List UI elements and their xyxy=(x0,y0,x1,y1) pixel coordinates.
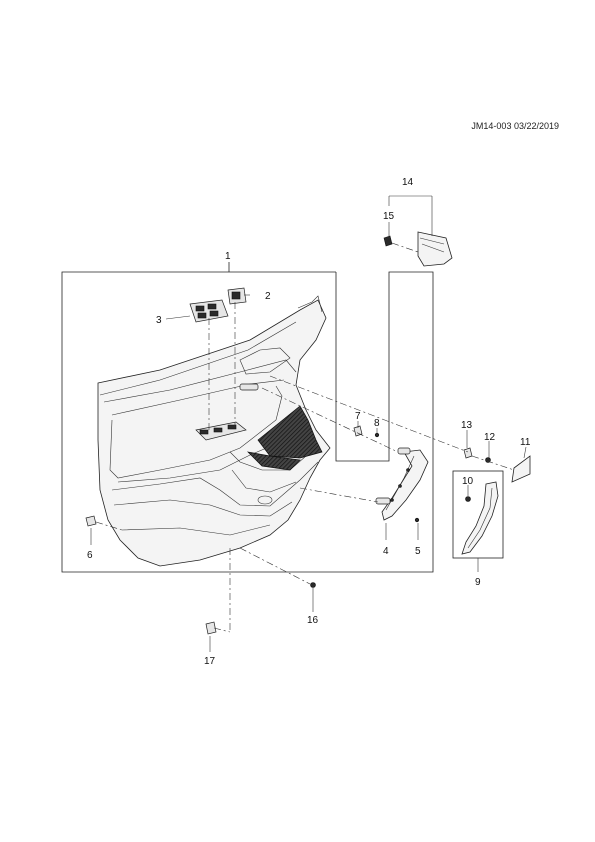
callout-13: 13 xyxy=(461,420,473,431)
callout-9: 9 xyxy=(475,577,481,588)
screw-5 xyxy=(414,517,420,523)
grab-handle-trim xyxy=(461,481,499,555)
callout-11: 11 xyxy=(520,437,531,448)
callout-12: 12 xyxy=(484,432,496,443)
clip-15 xyxy=(383,235,393,247)
switch-bezel xyxy=(195,421,247,441)
fastener-6 xyxy=(85,515,97,527)
callout-2: 2 xyxy=(265,291,271,302)
document-reference: JM14-003 03/22/2019 xyxy=(471,121,559,131)
callout-3: 3 xyxy=(156,315,162,326)
mirror-switch xyxy=(227,287,247,305)
callout-5: 5 xyxy=(415,546,421,557)
callout-15: 15 xyxy=(383,211,395,222)
callout-1: 1 xyxy=(225,251,231,262)
screw-16 xyxy=(310,582,316,588)
clip-17 xyxy=(205,621,217,635)
callout-labels: 1 2 3 4 5 6 7 8 9 10 11 12 13 14 15 16 1… xyxy=(87,177,531,667)
callout-14: 14 xyxy=(402,177,414,188)
clip-12 xyxy=(485,457,491,463)
callout-8: 8 xyxy=(374,418,380,429)
callout-17: 17 xyxy=(204,656,216,667)
map-pocket-dark xyxy=(246,451,301,471)
callout-7: 7 xyxy=(355,411,361,422)
leader-lines xyxy=(90,195,527,652)
assembly-lines xyxy=(95,242,515,633)
window-switch-assembly xyxy=(189,299,229,323)
callout-10: 10 xyxy=(462,476,474,487)
callout-16: 16 xyxy=(307,615,319,626)
pull-handle xyxy=(375,447,429,521)
callout-6: 6 xyxy=(87,550,93,561)
callout-4: 4 xyxy=(383,546,389,557)
end-cap xyxy=(511,455,531,483)
assembly-frame xyxy=(61,271,434,573)
clip-13 xyxy=(463,447,473,459)
corner-cover xyxy=(417,231,453,267)
screw-10 xyxy=(465,496,471,502)
